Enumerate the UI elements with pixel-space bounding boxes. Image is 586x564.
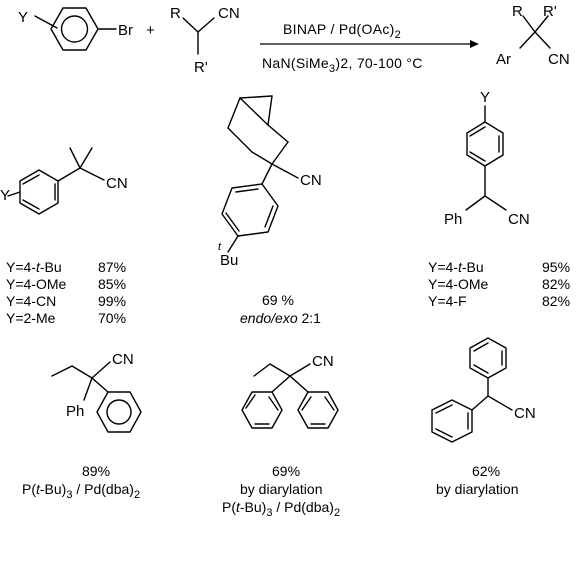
product-rprime-label: R' (543, 3, 557, 20)
bromide-label: Br (118, 22, 133, 39)
product-1-row-3-substituent: Y=4-CN (6, 293, 56, 309)
product-r-label: R (512, 3, 523, 20)
product-3-row-2-substituent: Y=4-OMe (428, 276, 489, 292)
product-1-structure: Y CN (0, 147, 128, 215)
reaction-arrow (260, 40, 479, 48)
product-5-structure: CN (241, 353, 339, 429)
product-2-structure: CN t Bu (218, 95, 322, 269)
product-3: Y Ph CN Y=4-t-Bu 95% Y=4-OMe 82% Y=4-F 8… (428, 89, 570, 309)
product-6: CN 62% by diarylation (431, 337, 536, 497)
conditions-catalyst: BINAP / Pd(OAc)2 (283, 21, 401, 41)
product-4: CN Ph 89% P(t-Bu)3 / Pd(dba)2 (22, 351, 142, 501)
aryl-bromide-structure: Y Br (18, 7, 133, 51)
product-3-yield-table: Y=4-t-Bu 95% Y=4-OMe 82% Y=4-F 82% (428, 259, 570, 309)
aryl-substituent-y: Y (18, 9, 28, 26)
nitrile-structure: R CN R' (170, 5, 240, 76)
product-1-cn-label: CN (106, 175, 128, 192)
product-1-row-2-substituent: Y=4-OMe (6, 276, 67, 292)
product-3-structure: Y Ph CN (444, 89, 530, 228)
product-6-yield: 62% (472, 463, 500, 479)
product-3-row-3-yield: 82% (542, 293, 570, 309)
product-1-row-1-yield: 87% (98, 259, 126, 275)
product-5: CN 69% by diarylation P(t-Bu)3 / Pd(dba)… (222, 353, 340, 519)
product-5-catalyst: P(t-Bu)3 / Pd(dba)2 (222, 499, 340, 519)
nitrile-rprime-label: R' (194, 59, 208, 76)
product-2-cn-label: CN (300, 172, 322, 189)
product-2: CN t Bu 69 % endo/exo 2:1 (218, 95, 322, 326)
product-1-y-label: Y (0, 187, 10, 204)
product-3-cn-label: CN (508, 211, 530, 228)
conditions-base-temperature: NaN(SiMe3)2, 70-100 °C (262, 55, 423, 75)
product-4-yield: 89% (82, 463, 110, 479)
reaction-equation: Y Br + R CN R' BINAP / Pd(OAc)2 NaN(SiMe… (18, 3, 570, 76)
product-3-ph-label: Ph (444, 211, 462, 228)
product-6-cn-label: CN (514, 405, 536, 422)
nitrile-cn-label: CN (218, 5, 240, 22)
product-3-row-1-substituent: Y=4-t-Bu (428, 259, 484, 275)
product-4-cn-label: CN (112, 351, 134, 368)
product-3-row-2-yield: 82% (542, 276, 570, 292)
product-1-row-3-yield: 99% (98, 293, 126, 309)
product-4-catalyst: P(t-Bu)3 / Pd(dba)2 (22, 481, 140, 501)
product-5-cn-label: CN (312, 353, 334, 370)
product-2-bu-label: Bu (220, 252, 238, 269)
product-2-selectivity: endo/exo 2:1 (240, 310, 321, 326)
product-3-row-3-substituent: Y=4-F (428, 293, 467, 309)
product-4-ph-label: Ph (66, 403, 84, 420)
product-6-method: by diarylation (436, 481, 519, 497)
product-5-yield: 69% (272, 463, 300, 479)
product-1-row-4-yield: 70% (98, 310, 126, 326)
plus-sign: + (146, 22, 155, 39)
product-ar-label: Ar (496, 51, 511, 68)
product-1-row-4-substituent: Y=2-Me (6, 310, 56, 326)
product-6-structure: CN (431, 337, 536, 443)
product-1-row-1-substituent: Y=4-t-Bu (6, 259, 62, 275)
product-5-method: by diarylation (240, 481, 323, 497)
product-1: Y CN Y=4-t-Bu 87% Y=4-OMe 85% Y=4-CN 99%… (0, 147, 128, 326)
product-1-yield-table: Y=4-t-Bu 87% Y=4-OMe 85% Y=4-CN 99% Y=2-… (6, 259, 126, 326)
product-3-row-1-yield: 95% (542, 259, 570, 275)
nitrile-r-label: R (170, 5, 181, 22)
product-4-structure: CN Ph (51, 351, 142, 433)
product-2-t-label: t (218, 241, 222, 253)
product-3-y-label: Y (480, 89, 490, 106)
product-1-row-2-yield: 85% (98, 276, 126, 292)
product-cn-label: CN (548, 51, 570, 68)
product-2-yield: 69 % (262, 292, 294, 308)
product-structure: R R' Ar CN (496, 3, 570, 68)
